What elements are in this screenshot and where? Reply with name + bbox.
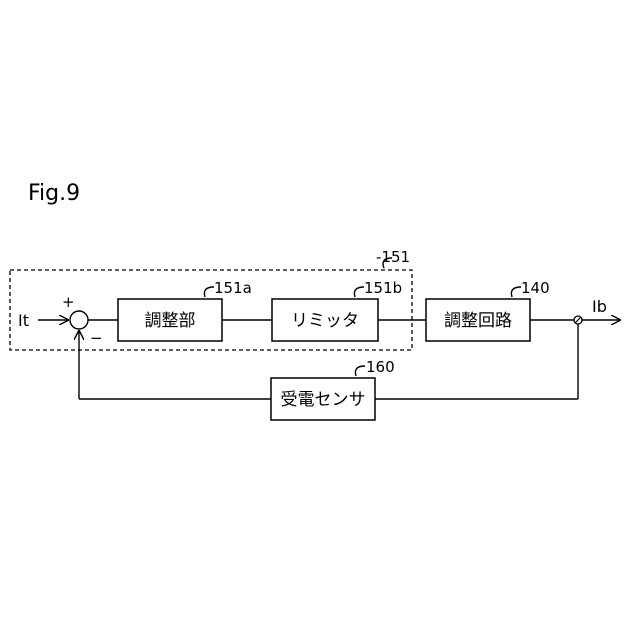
minus-sign: −	[90, 329, 103, 347]
summing-junction	[70, 311, 88, 329]
controller-label: 調整部	[145, 311, 196, 331]
output-signal-label: Ib	[592, 297, 607, 316]
limiter-ref-leader	[354, 287, 364, 297]
adjust-circuit-ref: 140	[521, 279, 550, 297]
limiter-label: リミッタ	[291, 311, 359, 331]
group-151-ref: -151	[376, 248, 410, 266]
limiter-ref: 151b	[364, 279, 402, 297]
sensor-label: 受電センサ	[281, 390, 366, 410]
sensor-ref: 160	[366, 358, 395, 376]
adjust-circuit-ref-leader	[511, 287, 521, 297]
controller-ref-leader	[204, 287, 214, 297]
input-signal-label: It	[18, 311, 29, 330]
figure-label: Fig.9	[28, 181, 80, 206]
plus-sign: +	[62, 293, 75, 311]
adjust-circuit-label: 調整回路	[444, 311, 512, 331]
sensor-ref-leader	[355, 366, 365, 376]
controller-ref: 151a	[214, 279, 252, 297]
